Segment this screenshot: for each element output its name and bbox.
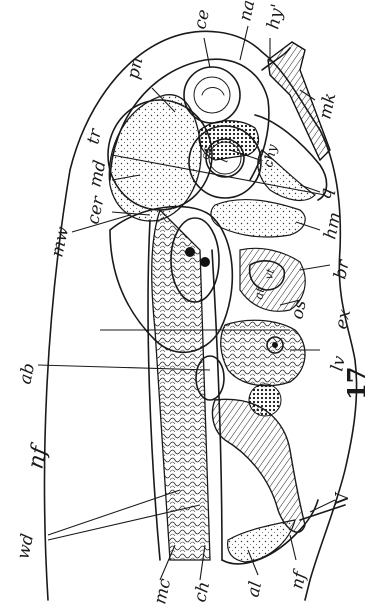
label-ex: ex bbox=[331, 307, 355, 331]
label-mc: mc bbox=[150, 576, 175, 606]
eye-inner bbox=[194, 77, 230, 113]
label-na: na bbox=[235, 0, 259, 23]
eye-curve bbox=[202, 88, 224, 96]
ex-dot-core bbox=[272, 342, 278, 348]
label-mw: mw bbox=[47, 224, 73, 259]
label-hy: hy' bbox=[263, 2, 288, 31]
intestine bbox=[212, 399, 305, 532]
label-cer: cer bbox=[83, 194, 109, 226]
label-nf-bottom: nf bbox=[287, 567, 311, 591]
figure-number: 17 bbox=[342, 367, 371, 400]
label-ab: ab bbox=[15, 361, 39, 386]
label-pn: pn bbox=[123, 56, 147, 82]
label-br: br bbox=[330, 257, 354, 281]
label-v: V bbox=[332, 491, 353, 506]
label-ch: ch bbox=[190, 580, 214, 604]
al-fold bbox=[228, 520, 295, 562]
intestine-cluster bbox=[249, 384, 281, 416]
v-line bbox=[300, 505, 345, 520]
label-hm: hm bbox=[320, 210, 345, 241]
label-tr: tr bbox=[83, 126, 106, 146]
hm-band bbox=[211, 200, 305, 237]
label-ce: ce bbox=[190, 8, 214, 31]
label-os: os bbox=[287, 298, 311, 321]
eye-outer bbox=[184, 67, 240, 123]
label-md: md bbox=[85, 158, 110, 189]
label-wd: wd bbox=[13, 532, 38, 561]
dot-1 bbox=[185, 247, 195, 257]
label-oc: oc bbox=[198, 145, 213, 160]
label-mk: mk bbox=[315, 91, 340, 121]
dot-2 bbox=[200, 257, 210, 267]
label-al: al bbox=[243, 580, 266, 599]
label-nf-left: nf bbox=[23, 440, 53, 471]
